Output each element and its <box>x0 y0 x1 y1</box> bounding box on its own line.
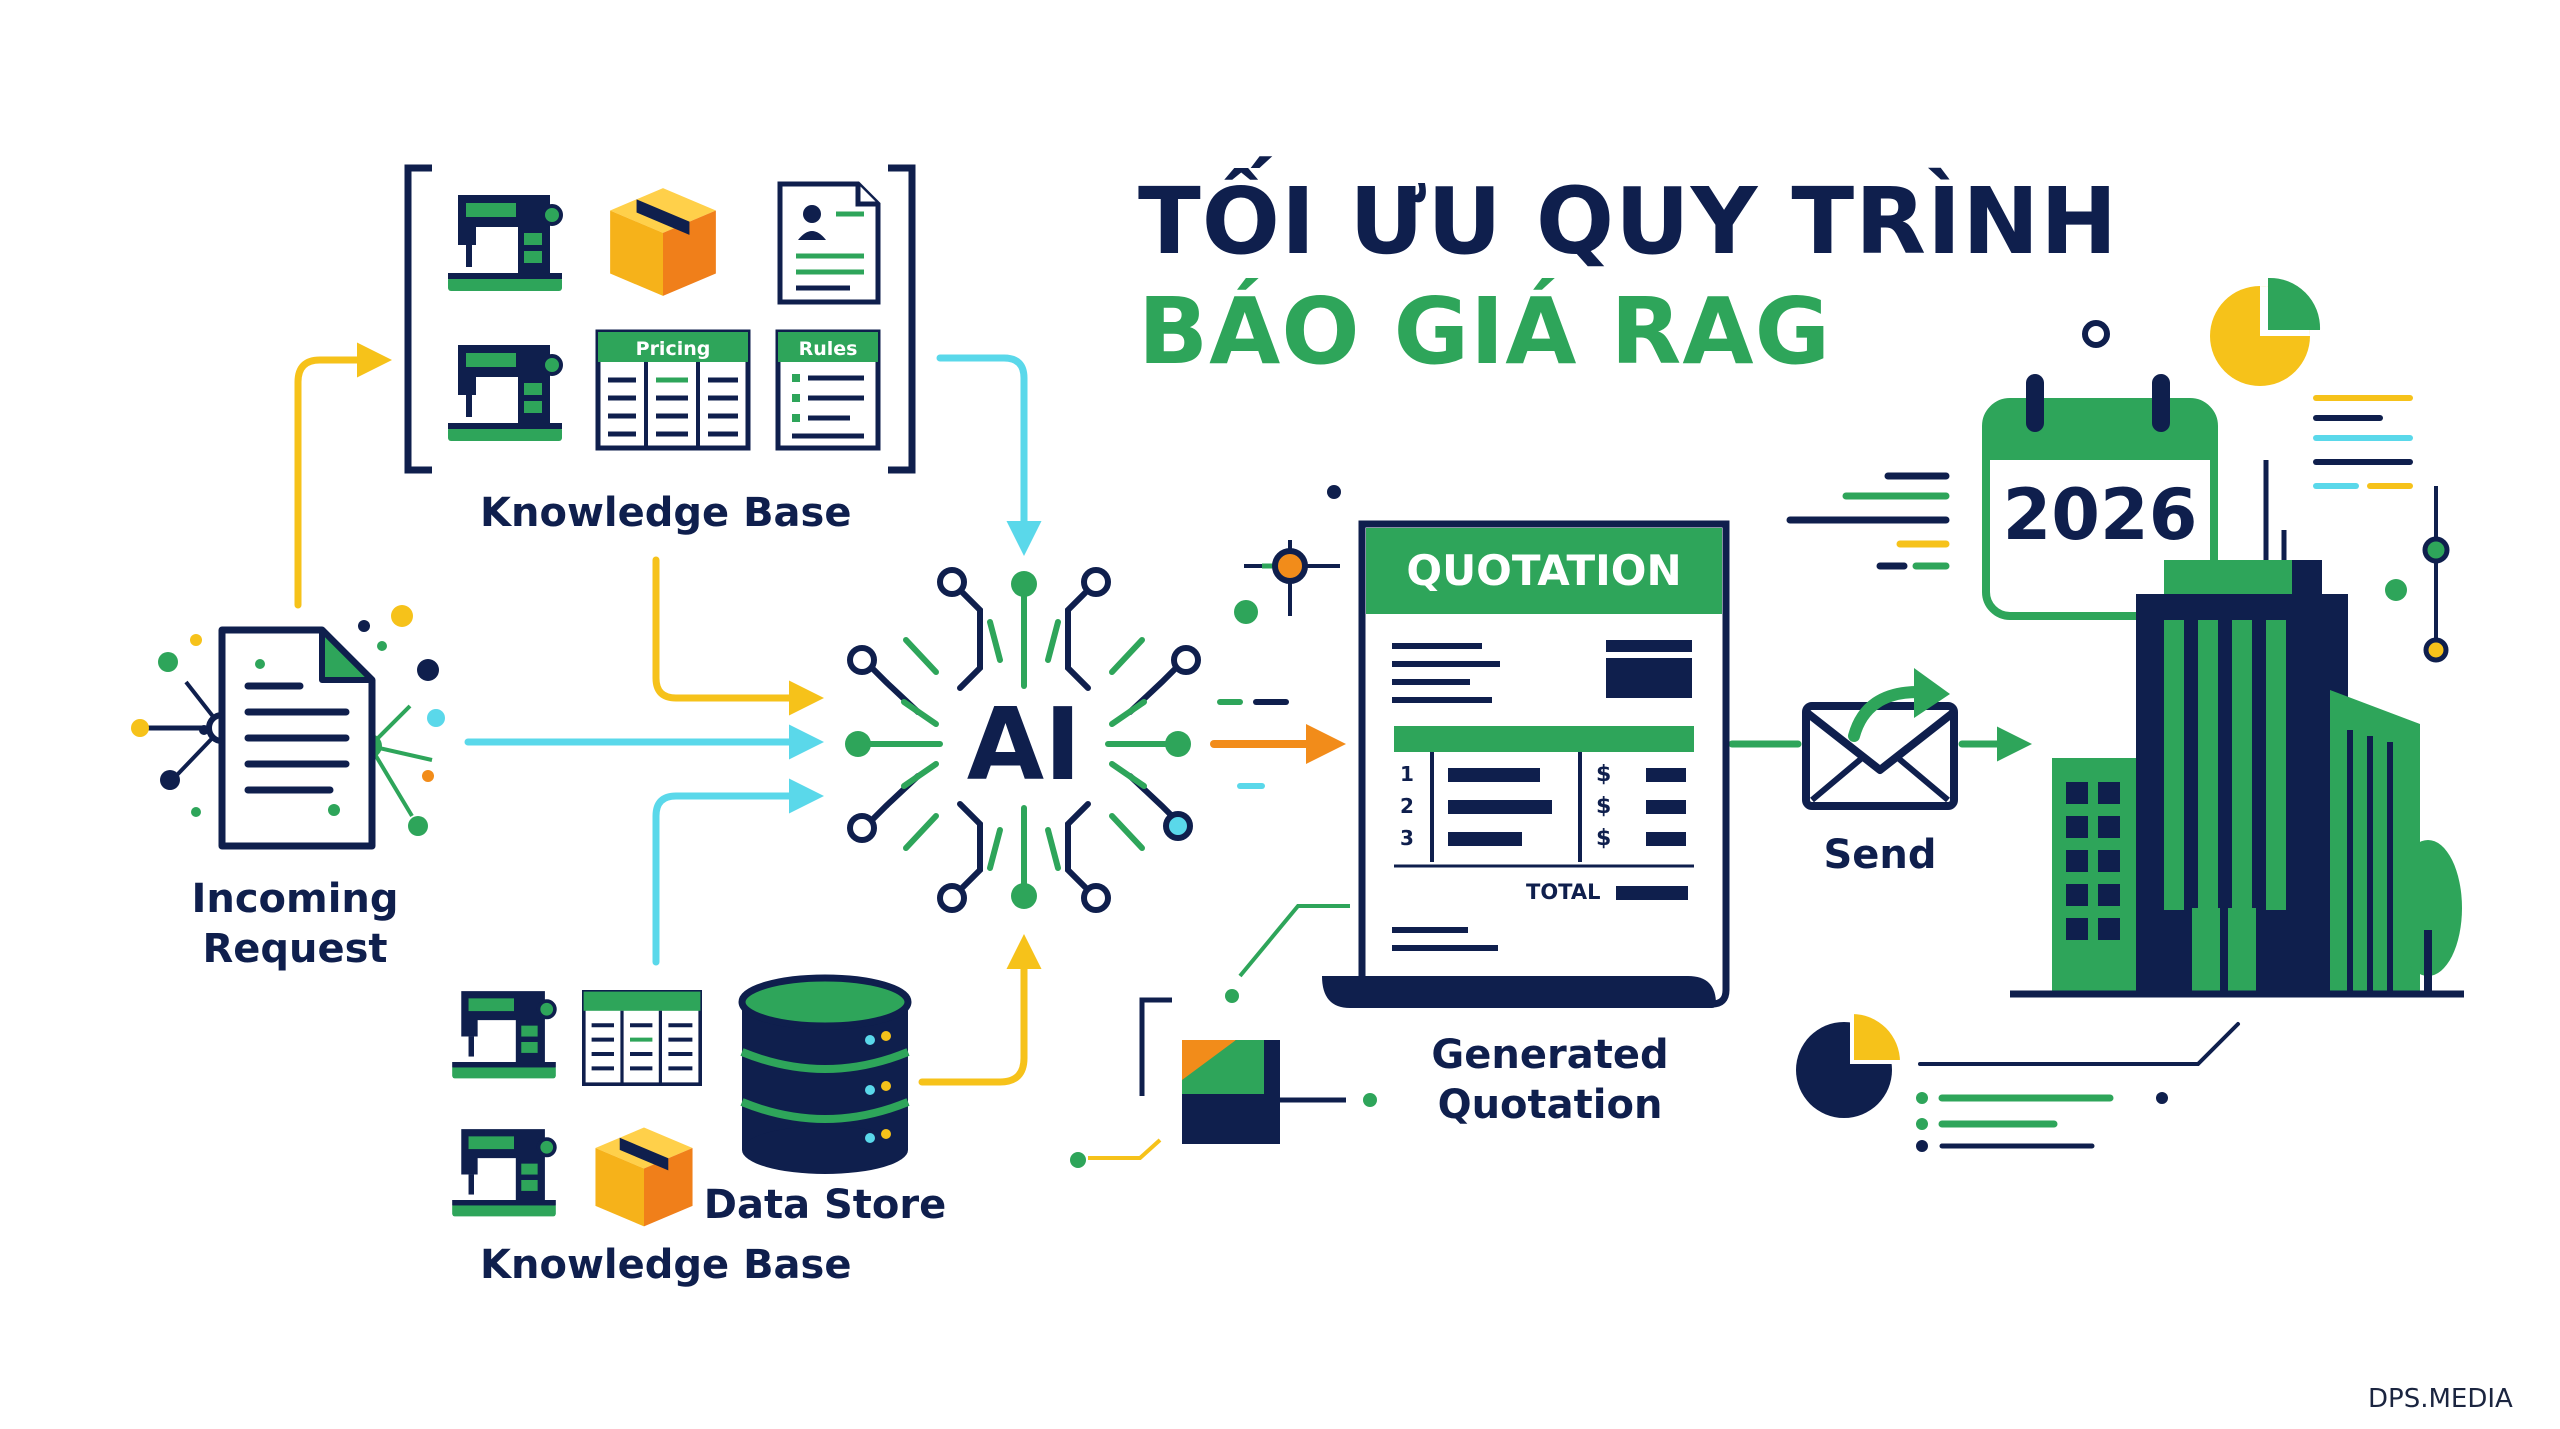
box-icon <box>595 1127 693 1227</box>
arrow-datastore-to-ai <box>918 934 1042 1086</box>
calendar-year-label: 2026 <box>2002 474 2198 556</box>
knowledge-base-bottom-group <box>450 989 702 1227</box>
table-icon <box>582 990 702 1086</box>
circuit-green <box>857 579 1179 899</box>
accent-dashes <box>1217 699 1289 789</box>
arrow-kb-bottom-to-ai <box>652 778 824 966</box>
generated-quotation-label: Generated Quotation <box>1431 1032 1669 1128</box>
knowledge-base-bottom-label: Knowledge Base <box>480 1242 852 1288</box>
data-store-label: Data Store <box>703 1182 947 1228</box>
row-number-3: 3 <box>1400 826 1414 850</box>
rules-document-icon <box>775 329 881 451</box>
envelope-icon <box>1802 668 1958 810</box>
quotation-header-bar <box>1366 528 1722 614</box>
bottom-right-pie-icon <box>1796 1014 1900 1118</box>
list-lines <box>2313 395 2413 489</box>
document-icon <box>218 626 376 850</box>
knowledge-base-top-label: Knowledge Base <box>480 490 852 536</box>
bracket-right <box>888 164 916 474</box>
sewing-machine-icon <box>450 989 558 1081</box>
cube-icon <box>1070 904 1377 1168</box>
sewing-machine-icon <box>446 193 564 293</box>
ai-chip-label: AI <box>966 686 1082 803</box>
bottom-right-lines <box>1916 1022 2240 1152</box>
knowledge-base-top-group <box>404 164 916 474</box>
quotation-header-label: QUOTATION <box>1406 546 1682 595</box>
incoming-request-group <box>131 605 445 850</box>
title-line-2: BÁO GIÁ RAG <box>1138 278 1832 385</box>
currency-symbol-3: $ <box>1596 826 1612 851</box>
box-icon <box>610 188 716 296</box>
brand-watermark: DPS.MEDIA <box>2368 1384 2513 1414</box>
speed-lines <box>1786 472 1950 570</box>
row-number-2: 2 <box>1400 794 1414 818</box>
arrow-request-to-kb <box>294 342 392 609</box>
sewing-machine-icon <box>450 1127 558 1219</box>
incoming-request-label: Incoming Request <box>191 876 399 972</box>
ring-dot <box>2082 320 2110 348</box>
total-label: TOTAL <box>1526 880 1601 904</box>
sewing-machine-icon <box>446 343 564 443</box>
currency-symbol-2: $ <box>1596 794 1612 819</box>
pricing-tab-label: Pricing <box>635 338 711 360</box>
side-connector <box>2385 486 2450 663</box>
arrow-kb-to-ai <box>936 354 1042 556</box>
send-label: Send <box>1823 832 1937 878</box>
circuit-nodes <box>845 567 1201 913</box>
pricing-table-icon <box>595 329 751 451</box>
title-line-1: TỐI ƯU QUY TRÌNH <box>1138 168 2119 275</box>
target-node-icon <box>1234 485 1341 624</box>
ai-chip-group <box>845 567 1201 913</box>
row-number-1: 1 <box>1400 762 1414 786</box>
database-icon <box>738 974 912 1174</box>
flow-arrows <box>294 342 2032 1086</box>
quotation-document <box>1322 520 1730 1008</box>
pie-chart-icon <box>2210 277 2321 386</box>
currency-symbol-1: $ <box>1596 762 1612 787</box>
profile-document-icon <box>777 181 881 305</box>
calendar-icon <box>1982 374 2218 620</box>
bracket-left <box>404 164 432 474</box>
rules-tab-label: Rules <box>798 338 858 360</box>
tree-icon <box>2394 840 2462 994</box>
arrow-kb-down-to-ai <box>652 556 824 716</box>
